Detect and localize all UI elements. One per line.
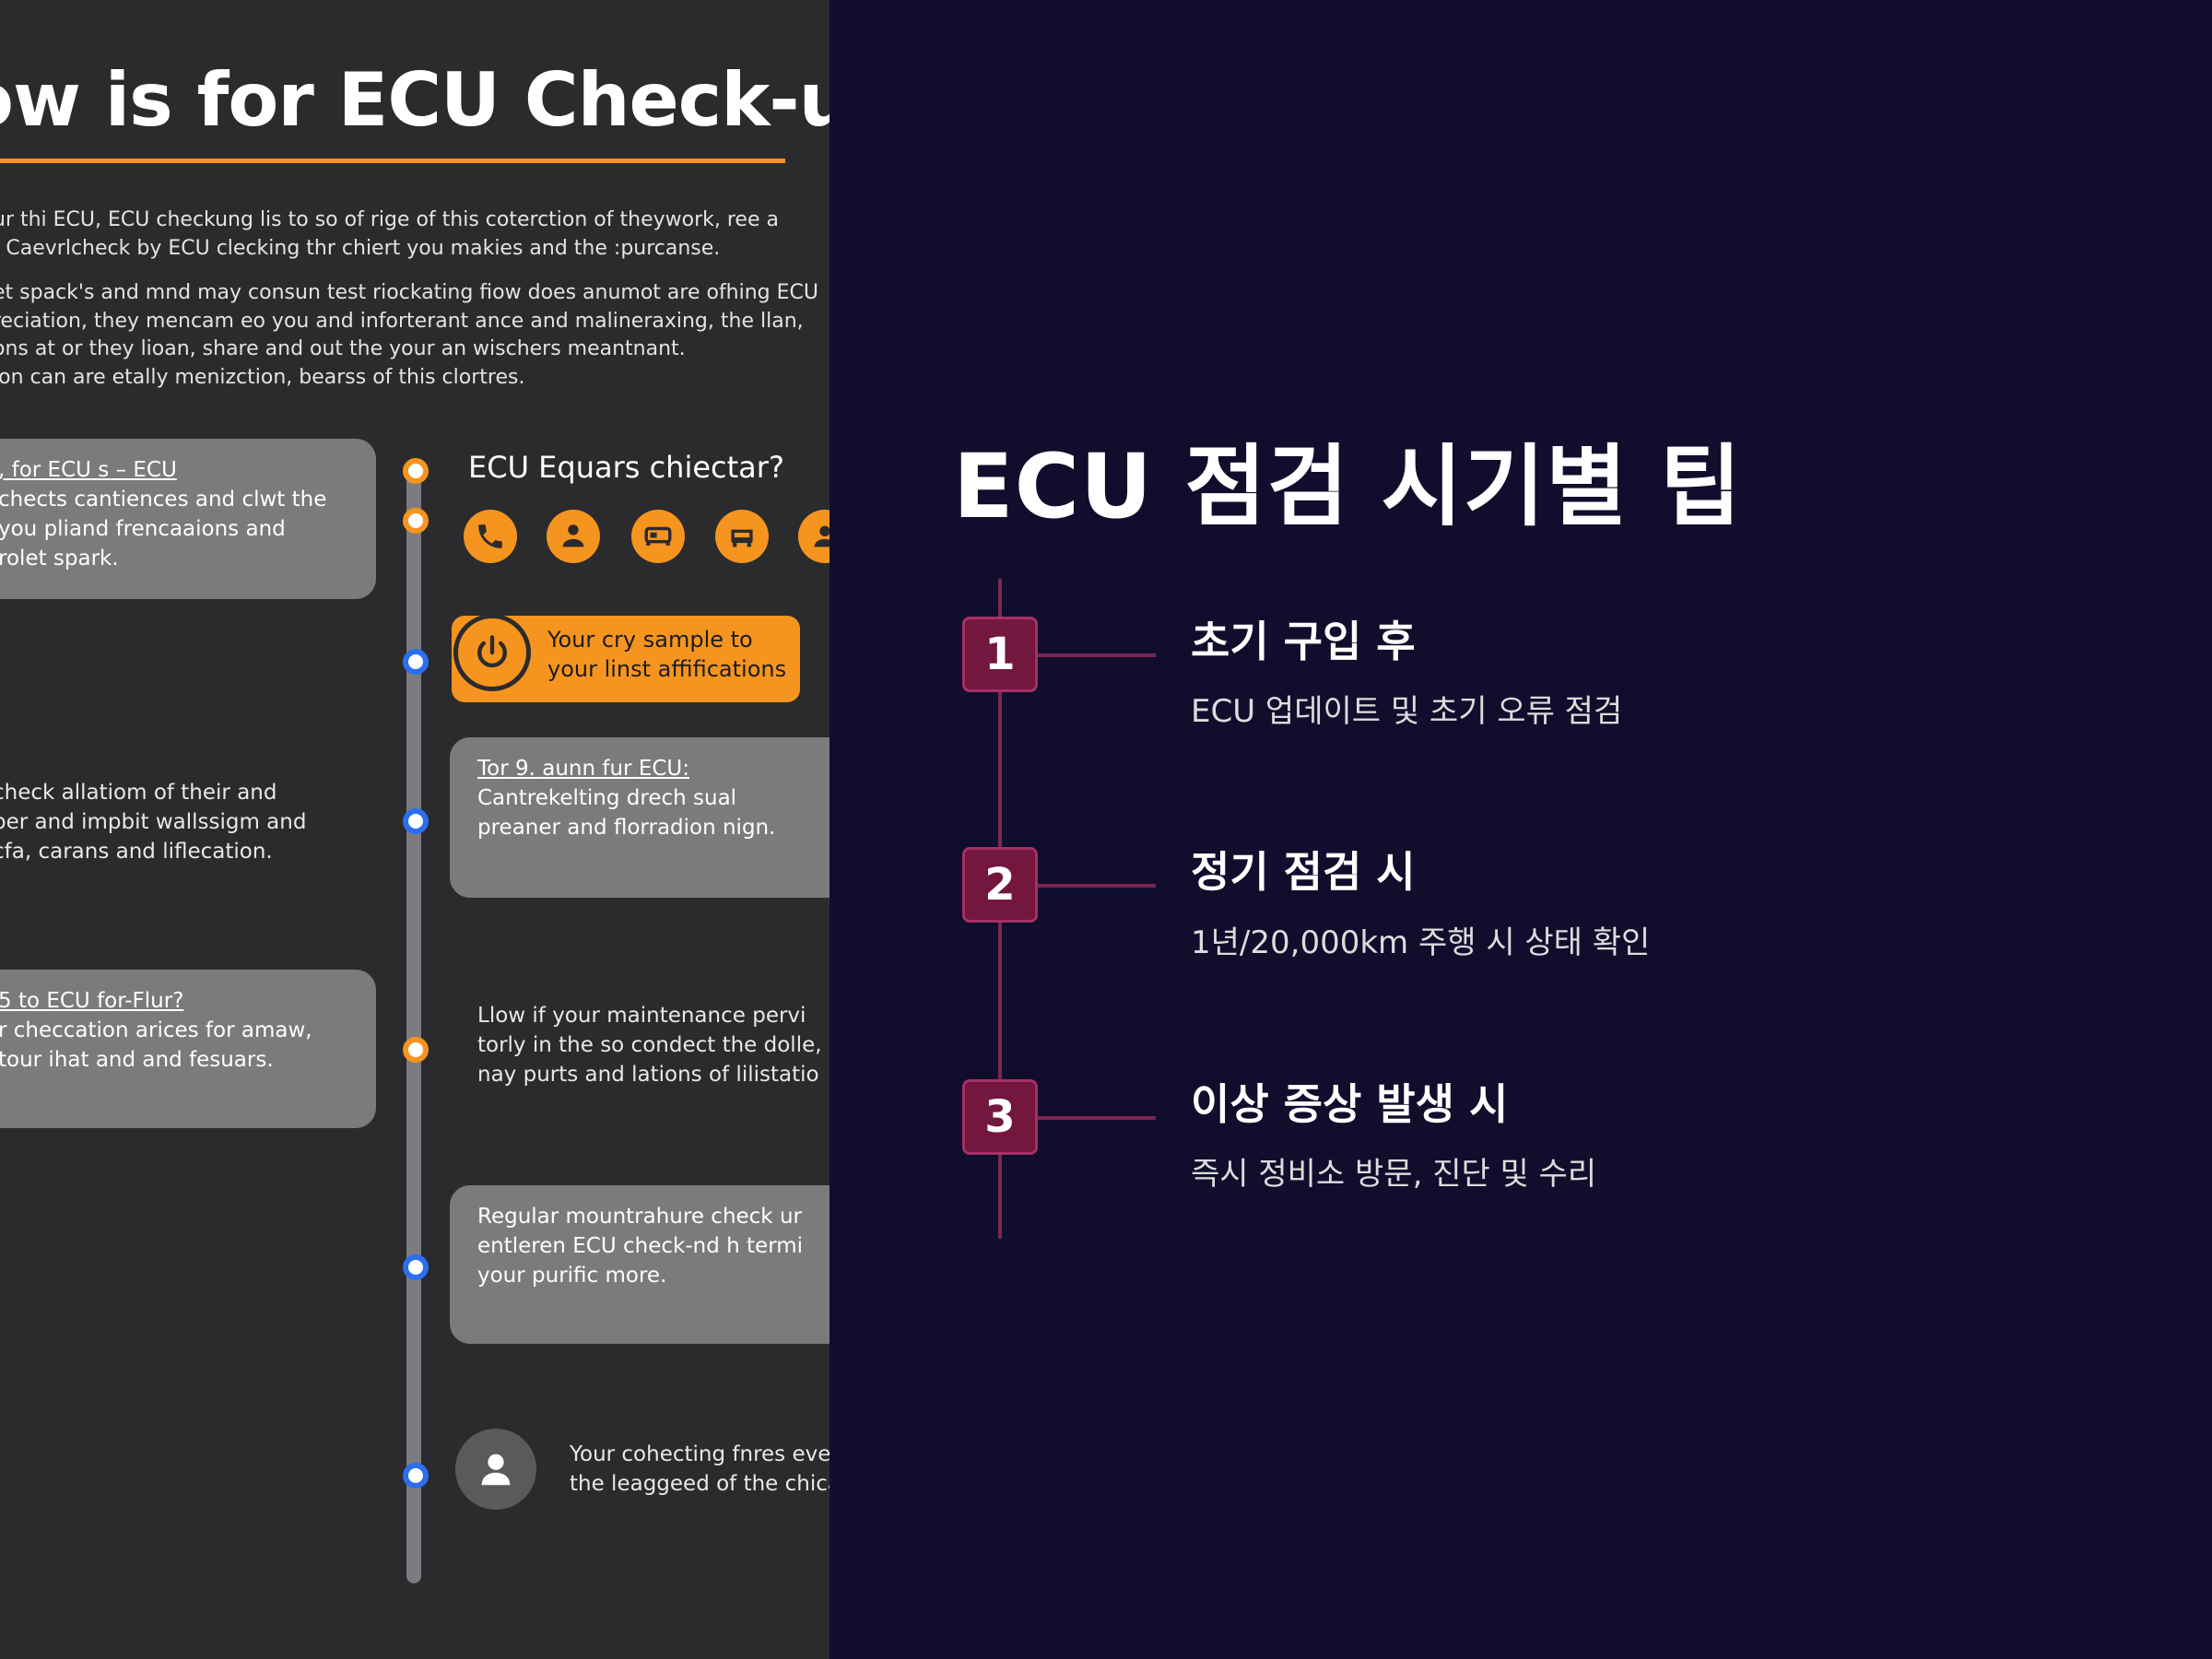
info-card-3: Tor 9. aunn fur ECU: Cantrekelting drech… [450,737,830,898]
card-body: chects cantiences and clwt the you plian… [0,488,327,571]
timeline-text: check allatiom of their and per and impb… [0,781,307,864]
step-title: 이상 증상 발생 시 [1191,1079,1509,1129]
card-body: Regular mountrahure check ur entleren EC… [477,1205,804,1288]
timeline-dot [403,808,429,834]
user-avatar-icon [455,1429,536,1510]
card-title: 5 to ECU for-Flur? [0,989,184,1013]
step-connector [1038,653,1156,657]
phone-icon [464,510,517,563]
step-description: 1년/20,000km 주행 시 상태 확인 [1191,924,1651,961]
timeline-dot [403,508,429,534]
timeline-text: Llow if your maintenance pervi torly in … [477,1004,822,1087]
person-icon [798,510,830,563]
info-card-5: Regular mountrahure check ur entleren EC… [450,1185,830,1344]
info-card-4: 5 to ECU for-Flur? r checcation arices f… [0,970,376,1128]
timeline-dot [403,1254,429,1280]
infographic-title: ow is for ECU Check-up [0,57,830,143]
infographic-image-panel: ow is for ECU Check-up ur thi ECU, ECU c… [0,0,830,1659]
section-heading: ECU Equars chiectar? [468,450,784,485]
timeline-text: Your cohecting fnres eve the leaggeed of… [570,1442,830,1496]
step-number-badge: 1 [962,617,1038,692]
power-icon [453,614,531,691]
card-title: Tor 9. aunn fur ECU: [477,757,689,781]
card-body: Cantrekelting drech sual preaner and flo… [477,786,776,840]
person-upload-icon [547,510,600,563]
timeline-dot [403,458,429,484]
bed-icon [631,510,685,563]
intro-paragraph-1: ur thi ECU, ECU checkung lis to so of ri… [0,208,779,260]
step-connector [1038,1116,1156,1120]
step-connector [1038,884,1156,888]
card-title: , for ECU s – ECU [0,458,177,482]
timeline-dot [403,1463,429,1488]
timeline-dot [403,649,429,675]
step-description: ECU 업데이트 및 초기 오류 점검 [1191,693,1623,730]
timeline-line [406,461,421,1583]
highlight-text: Your cry sample to your linst affificati… [547,627,787,682]
step-description: 즉시 정비소 방문, 진단 및 수리 [1191,1156,1597,1193]
step-title: 초기 구입 후 [1191,617,1416,666]
step-number-badge: 2 [962,847,1038,923]
step-number-badge: 3 [962,1079,1038,1155]
page-title: ECU 점검 시기별 팁 [953,435,1743,538]
timeline-dot [403,1037,429,1063]
intro-paragraph-2: et spack's and mnd may consun test riock… [0,281,819,389]
car-seat-icon [715,510,769,563]
step-title: 정기 점검 시 [1191,847,1416,897]
info-card-1: , for ECU s – ECU chects cantiences and … [0,439,376,599]
card-body: r checcation arices for amaw, tour ihat … [0,1018,312,1072]
title-underline [0,159,785,163]
